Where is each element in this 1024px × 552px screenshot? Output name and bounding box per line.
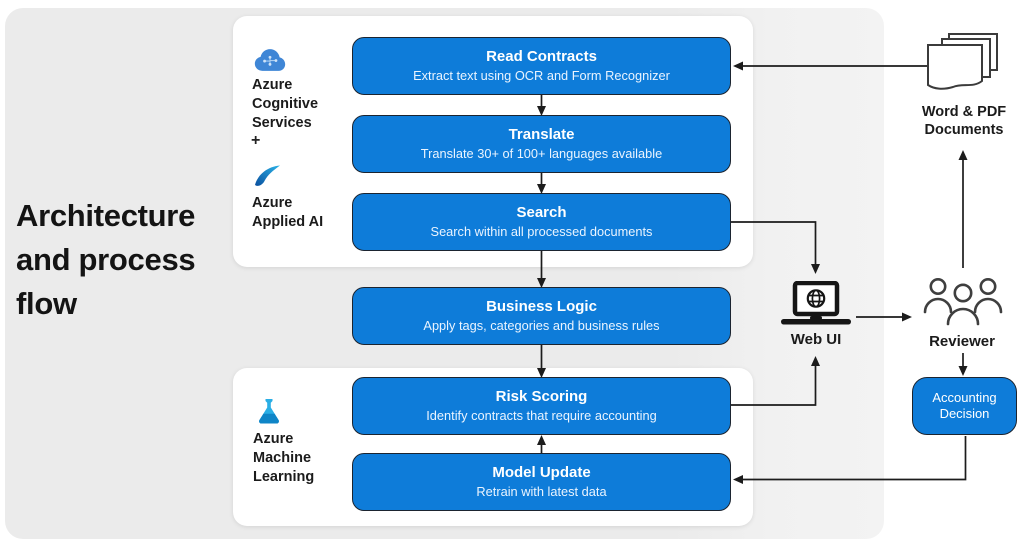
step-title: Business Logic [486,298,597,315]
step-read-contracts: Read Contracts Extract text using OCR an… [352,37,731,95]
web-ui-laptop-icon [781,281,851,325]
step-subtitle: Extract text using OCR and Form Recogniz… [413,68,670,83]
accounting-decision-box: Accounting Decision [912,377,1017,435]
azure-applied-ai-icon [255,165,280,186]
step-subtitle: Translate 30+ of 100+ languages availabl… [420,146,663,161]
step-subtitle: Identify contracts that require accounti… [426,408,657,423]
plus-sign: + [251,132,261,149]
step-title: Search [516,204,567,221]
step-subtitle: Apply tags, categories and business rule… [423,318,660,333]
step-subtitle: Search within all processed documents [430,224,653,239]
azure-machine-learning-icon [259,399,279,424]
azure-cognitive-services-icon [254,49,286,71]
page-title: Architecture and process flow [16,198,196,321]
reviewer-label: Reviewer [929,333,995,350]
reviewer-people-icon [923,278,1003,326]
word-pdf-documents-icon [927,33,998,90]
azure-machine-learning-label: Azure Machine Learning [253,431,315,485]
step-title: Model Update [492,464,591,481]
step-business-logic: Business Logic Apply tags, categories an… [352,287,731,345]
step-title: Translate [508,126,575,143]
accounting-decision-label: Accounting Decision [932,389,997,422]
step-search: Search Search within all processed docum… [352,193,731,251]
step-subtitle: Retrain with latest data [476,484,607,499]
step-model-update: Model Update Retrain with latest data [352,453,731,511]
step-title: Risk Scoring [495,388,588,405]
azure-cognitive-services-label: Azure Cognitive Services [252,77,319,131]
azure-applied-ai-label: Azure Applied AI [252,195,324,230]
step-risk-scoring: Risk Scoring Identify contracts that req… [352,377,731,435]
web-ui-label: Web UI [790,331,842,348]
step-translate: Translate Translate 30+ of 100+ language… [352,115,731,173]
step-title: Read Contracts [486,48,597,65]
word-pdf-documents-label: Word & PDF Documents [921,104,1007,138]
